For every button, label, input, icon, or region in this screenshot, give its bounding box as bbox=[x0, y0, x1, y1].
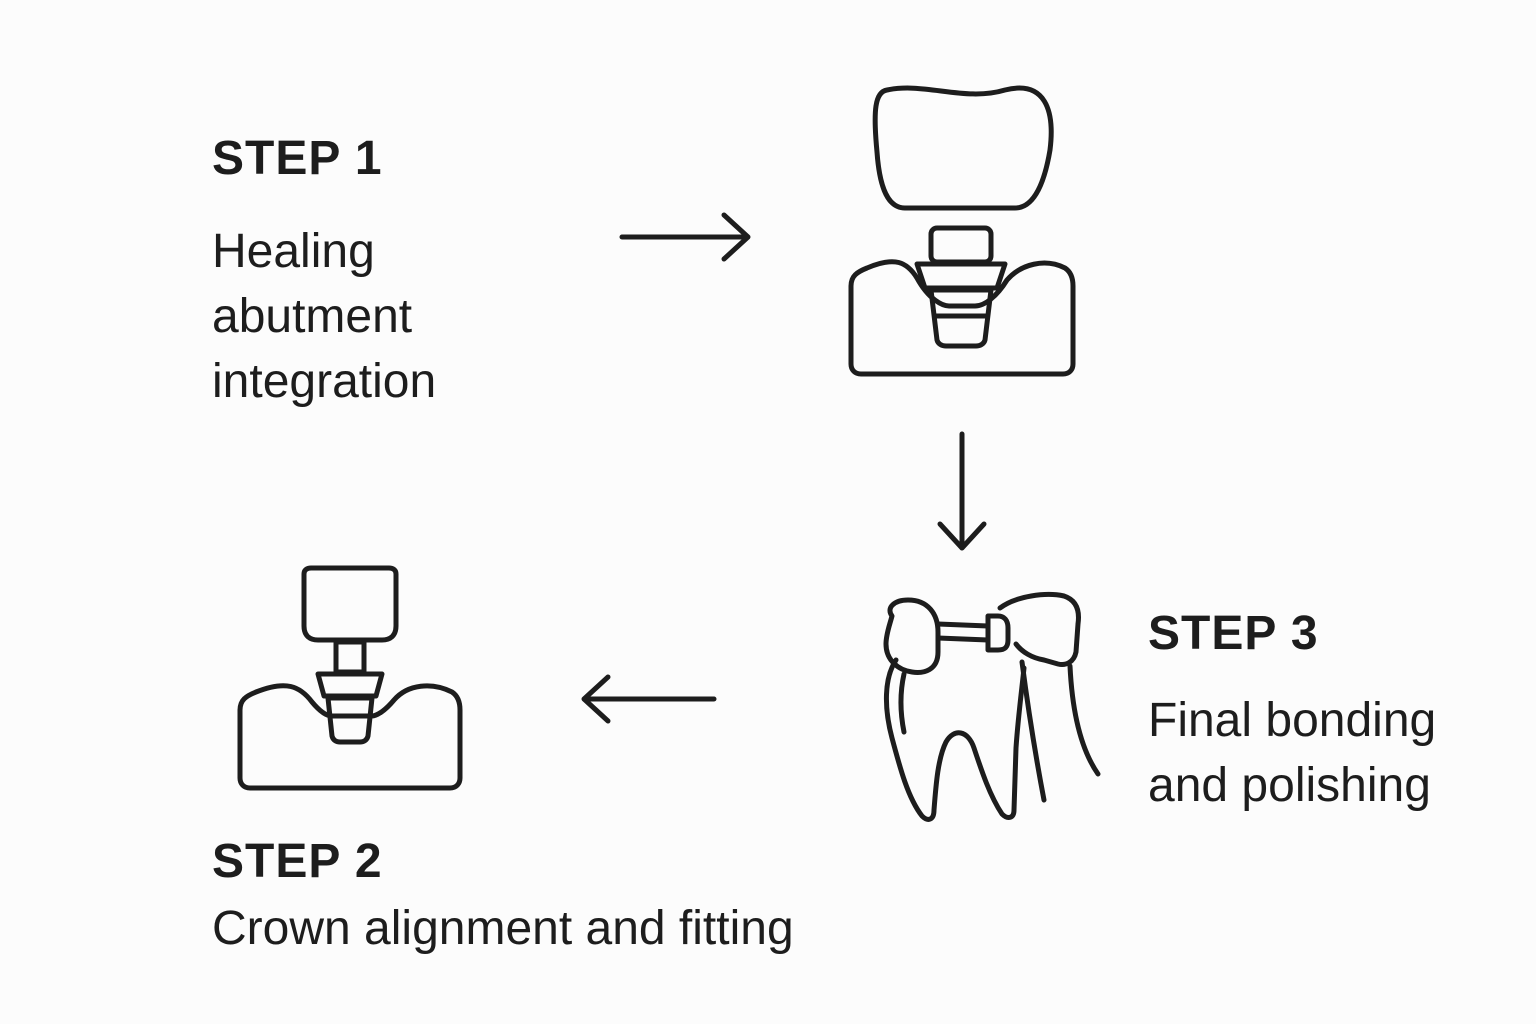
step-1-description: Healing abutment integration bbox=[212, 225, 437, 408]
abutment-in-gum-icon bbox=[237, 565, 463, 791]
step-3-description: Final bonding and polishing bbox=[1148, 694, 1437, 812]
step-2-description: Crown alignment and fitting bbox=[212, 902, 794, 955]
step-2-title: STEP 2 bbox=[212, 835, 383, 888]
step-2: STEP 2 Crown alignment and fitting bbox=[212, 838, 794, 961]
tooth-polishing-icon bbox=[883, 592, 1101, 822]
step-3-title: STEP 3 bbox=[1148, 607, 1319, 660]
down-arrow-icon bbox=[937, 431, 987, 551]
crown-over-abutment-icon bbox=[848, 85, 1076, 377]
left-arrow-icon bbox=[581, 674, 717, 724]
step-3: STEP 3 Final bonding and polishing bbox=[1148, 610, 1508, 818]
right-arrow-icon bbox=[619, 212, 751, 262]
step-1-title: STEP 1 bbox=[212, 132, 383, 185]
step-1: STEP 1 Healing abutment integration bbox=[212, 135, 532, 414]
